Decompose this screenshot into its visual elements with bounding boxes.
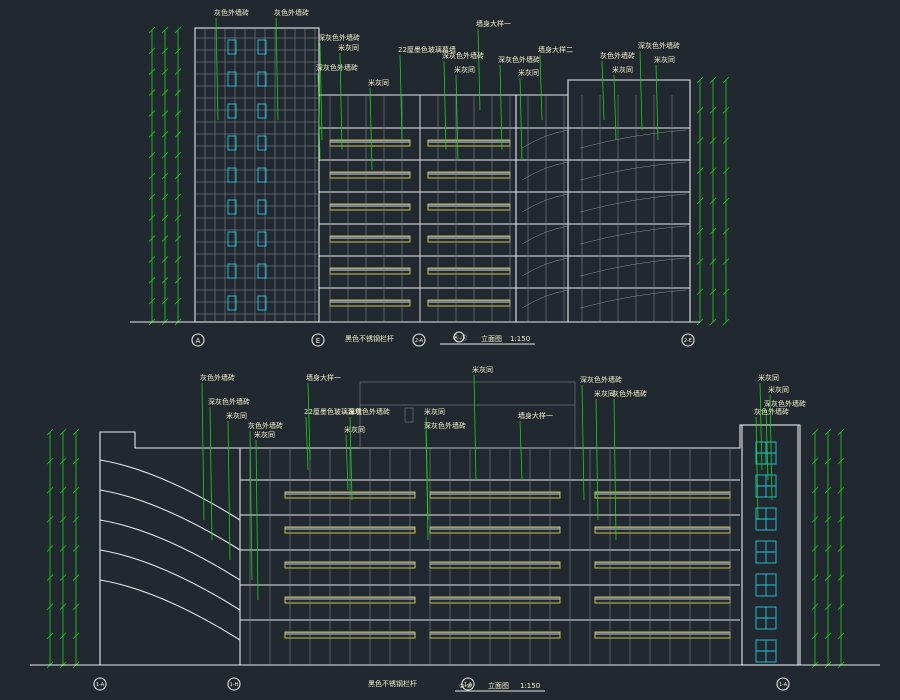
svg-text:E: E xyxy=(316,337,320,345)
upper-elevation: 灰色外墙砖灰色外墙砖深灰色外墙砖米灰同深灰色外墙砖米灰同墙身大样一22厘墨色玻璃… xyxy=(130,8,730,347)
upper-callout-label-13: 灰色外墙砖 xyxy=(600,51,635,60)
upper-callout-label-1: 灰色外墙砖 xyxy=(274,8,309,17)
upper-callout-label-5: 米灰同 xyxy=(368,78,389,87)
upper-axis-bubble-2e: 2-E xyxy=(681,333,695,347)
lower-callout-label-11: 米灰同 xyxy=(472,365,493,374)
svg-text:1:150: 1:150 xyxy=(510,335,530,343)
lower-right-dimension-chain xyxy=(811,428,845,669)
lower-stair-tower xyxy=(741,424,799,666)
upper-callout-label-7: 22厘墨色玻璃幕墙 xyxy=(398,45,456,54)
lower-axis-bubble-4: 1-A xyxy=(776,677,790,691)
lower-callout-leaders: 灰色外墙砖深灰色外墙砖米灰同灰色外墙砖米灰同墙身大样一22厘墨色玻璃幕墙米灰同深… xyxy=(200,365,806,601)
lower-callout-label-2: 米灰同 xyxy=(226,411,247,420)
upper-axis-bubble-2a: 2-A xyxy=(412,333,426,347)
lower-callout-label-9: 米灰同 xyxy=(424,407,445,416)
lower-callout-label-19: 灰色外墙砖 xyxy=(754,407,789,416)
svg-text:A: A xyxy=(196,337,201,345)
svg-text:立面图: 立面图 xyxy=(488,681,509,690)
lower-axis-bubble-2: 1-H xyxy=(227,677,241,691)
lower-callout-label-16: 米灰同 xyxy=(758,373,779,382)
upper-callout-label-12: 墙身大样二 xyxy=(538,45,573,54)
lower-bottom-note: 黑色不锈钢栏杆 xyxy=(368,679,417,688)
lower-callout-label-4: 米灰同 xyxy=(254,430,275,439)
svg-text:2-A: 2-A xyxy=(415,338,424,344)
svg-text:Ⓐ-Ⓔ: Ⓐ-Ⓔ xyxy=(453,334,467,342)
lower-axis-bubble-3: 1-A xyxy=(461,677,475,691)
lower-callout-label-0: 灰色外墙砖 xyxy=(200,373,235,382)
lower-left-dimension-chain xyxy=(46,428,80,669)
upper-axis-bubble-a: A xyxy=(191,333,205,347)
svg-text:1-A: 1-A xyxy=(464,682,473,688)
lower-drawing-title: ①-⑩ 立面图 1:150 xyxy=(455,681,545,692)
upper-callout-label-15: 深灰色外墙砖 xyxy=(638,41,680,50)
upper-floor-bands xyxy=(319,95,690,322)
lower-callout-label-18: 米灰同 xyxy=(768,385,789,394)
lower-callout-label-7: 米灰同 xyxy=(344,425,365,434)
upper-callout-label-0: 灰色外墙砖 xyxy=(214,8,249,17)
upper-tower-facade-grid xyxy=(195,28,319,322)
lower-callout-label-13: 深灰色外墙砖 xyxy=(580,375,622,384)
svg-text:1-A: 1-A xyxy=(96,682,105,688)
upper-callout-label-11: 米灰同 xyxy=(518,68,539,77)
lower-callout-label-10: 深灰色外墙砖 xyxy=(424,421,466,430)
upper-callout-label-3: 米灰同 xyxy=(338,43,359,52)
lower-axis-bubble-1: 1-A xyxy=(93,677,107,691)
upper-callout-label-6: 墙身大样一 xyxy=(476,19,511,28)
svg-text:1-A: 1-A xyxy=(779,682,788,688)
svg-text:1:150: 1:150 xyxy=(520,682,540,690)
upper-callout-label-4: 深灰色外墙砖 xyxy=(316,63,358,72)
lower-callout-label-3: 灰色外墙砖 xyxy=(248,421,283,430)
lower-callout-label-6: 22厘墨色玻璃幕墙 xyxy=(304,407,362,416)
lower-callout-label-12: 墙身大样一 xyxy=(518,411,553,420)
upper-drawing-title: Ⓐ-Ⓔ 立面图 1:150 xyxy=(440,331,535,345)
upper-left-dimension-chain xyxy=(148,26,182,326)
upper-callout-label-10: 深灰色外墙砖 xyxy=(498,55,540,64)
lower-callout-label-17: 深灰色外墙砖 xyxy=(764,399,806,408)
lower-callout-label-1: 深灰色外墙砖 xyxy=(208,397,250,406)
svg-text:立面图: 立面图 xyxy=(481,334,502,343)
lower-callout-label-14: 米灰同 xyxy=(594,389,615,398)
upper-callout-label-14: 米灰同 xyxy=(612,65,633,74)
lower-floor-bands xyxy=(240,448,740,665)
upper-callout-label-2: 深灰色外墙砖 xyxy=(318,33,360,42)
svg-text:2-E: 2-E xyxy=(684,338,692,344)
lower-callout-label-5: 墙身大样一 xyxy=(306,373,341,382)
upper-callout-label-16: 米灰同 xyxy=(654,55,675,64)
lower-elevation: 灰色外墙砖深灰色外墙砖米灰同灰色外墙砖米灰同墙身大样一22厘墨色玻璃幕墙米灰同深… xyxy=(30,365,880,692)
lower-callout-label-8: 深灰色外墙砖 xyxy=(348,407,390,416)
upper-callout-label-9: 米灰同 xyxy=(454,65,475,74)
upper-callout-leaders: 灰色外墙砖灰色外墙砖深灰色外墙砖米灰同深灰色外墙砖米灰同墙身大样一22厘墨色玻璃… xyxy=(214,8,680,171)
upper-callout-label-8: 深灰色外墙砖 xyxy=(442,51,484,60)
upper-bottom-note: 黑色不锈钢栏杆 xyxy=(345,334,394,343)
lower-callout-label-15: 灰色外墙砖 xyxy=(612,389,647,398)
svg-text:1-H: 1-H xyxy=(230,682,239,688)
upper-right-dimension-chain xyxy=(696,76,730,326)
svg-text:①-⑩: ①-⑩ xyxy=(459,683,472,690)
upper-axis-bubble-e: E xyxy=(311,333,325,347)
